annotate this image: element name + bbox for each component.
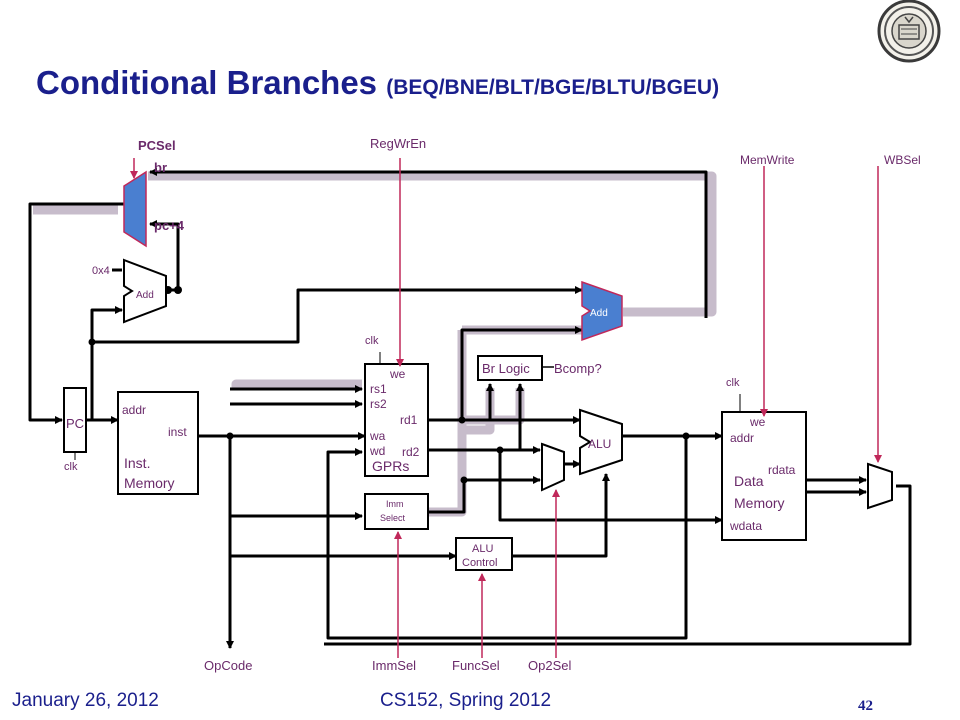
dm-rdata-label: rdata [768, 463, 796, 477]
gpr-rs1-label: rs1 [370, 382, 387, 396]
aluc-line2: Control [462, 557, 497, 569]
footer-course: CS152, Spring 2012 [380, 690, 552, 711]
clock-ticks [74, 352, 741, 460]
gpr-clk-label: clk [365, 335, 379, 347]
imem-addr-label: addr [122, 403, 146, 417]
memwrite-label: MemWrite [740, 153, 795, 167]
data-memory [721, 411, 807, 541]
regwren-label: RegWrEn [370, 136, 426, 151]
alu-label: ALU [588, 437, 611, 451]
gpr-rd2-label: rd2 [402, 445, 420, 459]
pcsel-label: PCSel [138, 138, 176, 153]
alu [579, 408, 623, 476]
funcsel-label: FuncSel [452, 658, 500, 673]
pc4-label: pc+4 [154, 218, 185, 233]
dm-we-label: we [749, 415, 766, 429]
imm-select-unit [364, 493, 429, 530]
slide-title: Conditional Branches (BEQ/BNE/BLT/BGE/BL… [36, 64, 719, 102]
imem-inst-label: inst [168, 425, 187, 439]
title-subtitle: (BEQ/BNE/BLT/BGE/BLTU/BGEU) [386, 76, 720, 99]
imem-name2: Memory [124, 475, 175, 491]
instruction-memory [117, 391, 199, 495]
wbsel-label: WBSel [884, 153, 921, 167]
alu-control-unit [455, 537, 513, 571]
page-number: 42 [858, 698, 873, 714]
gpr-name: GPRs [372, 458, 409, 474]
brlogic-label: Br Logic [482, 361, 530, 376]
branch-target-adder [581, 280, 623, 342]
pc-select-mux [123, 170, 147, 248]
title-main: Conditional Branches [36, 64, 378, 101]
gpr-we-label: we [389, 367, 406, 381]
writeback-mux [867, 462, 893, 510]
dm-name2: Memory [734, 495, 785, 511]
gpr-file [364, 363, 429, 477]
aluc-line1: ALU [472, 543, 493, 555]
branch-logic-unit [477, 355, 543, 381]
opcode-label: OpCode [204, 658, 252, 673]
gpr-rs2-label: rs2 [370, 397, 387, 411]
footer-date: January 26, 2012 [12, 690, 159, 711]
dm-clk-label: clk [726, 377, 740, 389]
control-signal-lines [130, 158, 882, 658]
bcomp-label: Bcomp? [554, 361, 602, 376]
datapath-wires [28, 168, 912, 649]
imm-line1: Imm [386, 499, 404, 509]
dm-wdata-label: wdata [729, 519, 762, 533]
imm-line2: Select [380, 513, 406, 523]
dm-name1: Data [734, 473, 764, 489]
gpr-wd-label: wd [369, 444, 385, 458]
op2-select-mux [541, 442, 565, 492]
gpr-rd1-label: rd1 [400, 413, 418, 427]
imem-name1: Inst. [124, 455, 150, 471]
const4-label: 0x4 [92, 265, 110, 277]
br-label: br [154, 160, 167, 175]
add1-label: Add [136, 290, 154, 301]
immsel-label: ImmSel [372, 658, 416, 673]
pc-label: PC [66, 416, 84, 431]
op2sel-label: Op2Sel [528, 658, 571, 673]
dm-addr-label: addr [730, 431, 754, 445]
pc-clk-label: clk [64, 461, 78, 473]
add2-label: Add [590, 308, 608, 319]
gpr-wa-label: wa [369, 429, 386, 443]
pc-plus4-adder [123, 258, 167, 324]
